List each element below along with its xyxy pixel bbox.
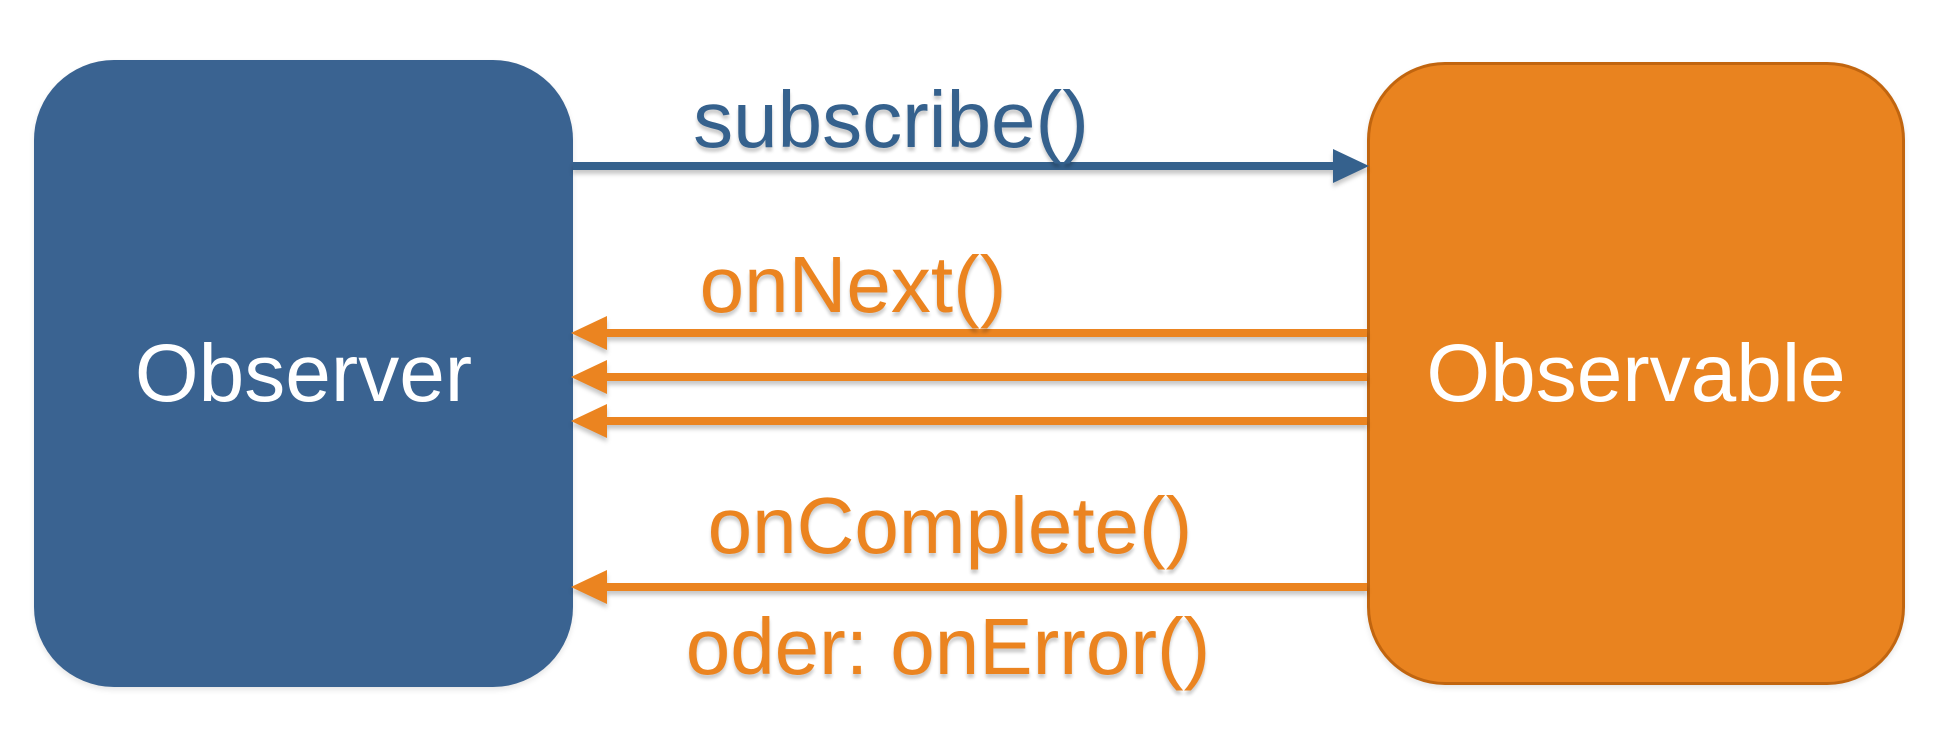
on-complete-label: onComplete() <box>707 481 1193 570</box>
on-next-arrow-3 <box>571 404 1367 438</box>
subscribe-label: subscribe() <box>693 75 1089 164</box>
observable-label: Observable <box>1426 327 1846 419</box>
on-complete-arrow <box>571 570 1367 604</box>
observable-box: Observable <box>1367 62 1905 685</box>
on-next-arrow-2 <box>571 360 1367 394</box>
on-next-label: onNext() <box>699 240 1007 329</box>
observer-label: Observer <box>134 327 473 419</box>
on-error-alt-label: oder: onError() <box>685 602 1211 691</box>
observer-box: Observer <box>34 60 573 687</box>
